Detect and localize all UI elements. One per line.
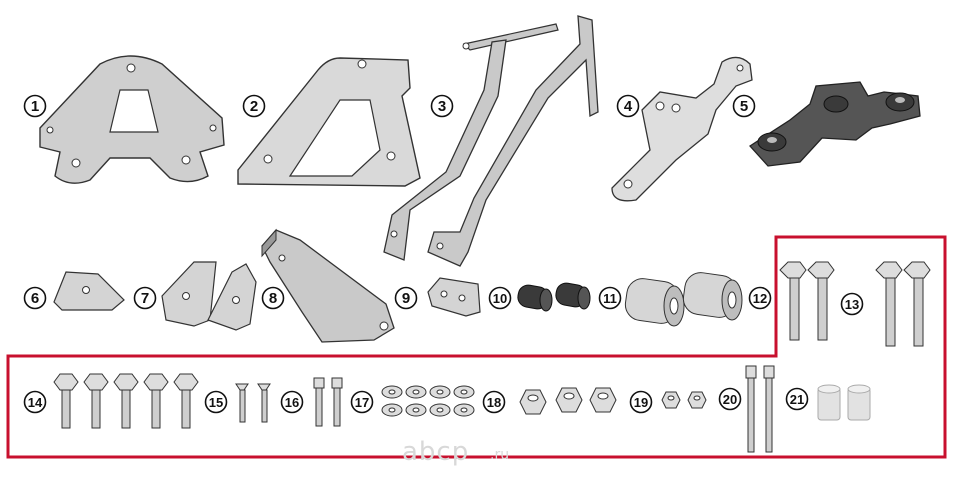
part-8-bracket (261, 228, 395, 343)
part-number-circle (748, 286, 772, 310)
part-number-label: 15 (209, 395, 223, 410)
part-number-circle (616, 94, 640, 118)
part-number-label: 9 (402, 290, 410, 307)
part-number-label: 19 (634, 395, 648, 410)
part-number-circle (482, 390, 506, 414)
part-number-label: 13 (845, 297, 859, 312)
part-number-circle (629, 390, 653, 414)
watermark-suffix: .ru (490, 447, 509, 463)
part-10-bushings (517, 282, 591, 312)
part-number-label: 5 (740, 98, 748, 115)
part-17-washers (381, 385, 475, 417)
part-number-circle (350, 390, 374, 414)
part-number-label: 2 (250, 98, 258, 115)
part-4-bracket (611, 56, 753, 202)
part-7-plates (161, 261, 257, 331)
part-number-label: 21 (790, 392, 804, 407)
part-number-label: 18 (487, 395, 501, 410)
part-19-nuts (661, 391, 707, 409)
part-number-label: 3 (438, 98, 446, 115)
part-number-circle (204, 390, 228, 414)
hardware-kit-highlight-frame (6, 235, 947, 459)
part-20-screws (745, 365, 775, 453)
part-number-circle (133, 286, 157, 310)
part-number-label: 10 (493, 291, 507, 306)
part-5-bracket (749, 81, 921, 167)
part-number-label: 17 (355, 395, 369, 410)
part-13-bolts (779, 261, 931, 347)
part-number-label: 8 (269, 290, 277, 307)
watermark-brand: abcp (402, 437, 469, 467)
part-number-circle (718, 387, 742, 411)
part-9-plate (427, 277, 481, 317)
part-11-spacers (624, 272, 743, 327)
part-number-label: 16 (285, 395, 299, 410)
part-number-circle (732, 94, 756, 118)
part-number-circle (23, 94, 47, 118)
part-number-circle (242, 94, 266, 118)
part-number-label: 12 (753, 291, 767, 306)
part-3-brackets (383, 15, 599, 267)
part-number-circle (261, 286, 285, 310)
part-2-plate (237, 57, 421, 187)
part-number-circle (598, 286, 622, 310)
part-number-label: 1 (31, 98, 39, 115)
part-number-label: 6 (31, 290, 39, 307)
part-number-circle (430, 94, 454, 118)
part-number-circle (394, 286, 418, 310)
part-number-label: 7 (141, 290, 149, 307)
part-1-plate (39, 55, 225, 184)
part-6-plate (53, 271, 125, 311)
part-18-nuts (519, 387, 617, 415)
part-number-label: 20 (723, 392, 737, 407)
part-number-circle (785, 387, 809, 411)
part-21-spacers (817, 384, 871, 421)
part-number-label: 11 (603, 291, 617, 306)
part-15-screws (235, 383, 271, 423)
part-number-circle (23, 390, 47, 414)
part-number-circle (280, 390, 304, 414)
part-14-bolts (53, 373, 199, 429)
part-number-circle (840, 292, 864, 316)
watermark: abcp .ru (402, 437, 509, 467)
part-16-screws (313, 377, 343, 427)
part-number-label: 4 (624, 98, 633, 115)
part-number-label: 14 (28, 395, 43, 410)
part-number-circle (488, 286, 512, 310)
part-number-circle (23, 286, 47, 310)
